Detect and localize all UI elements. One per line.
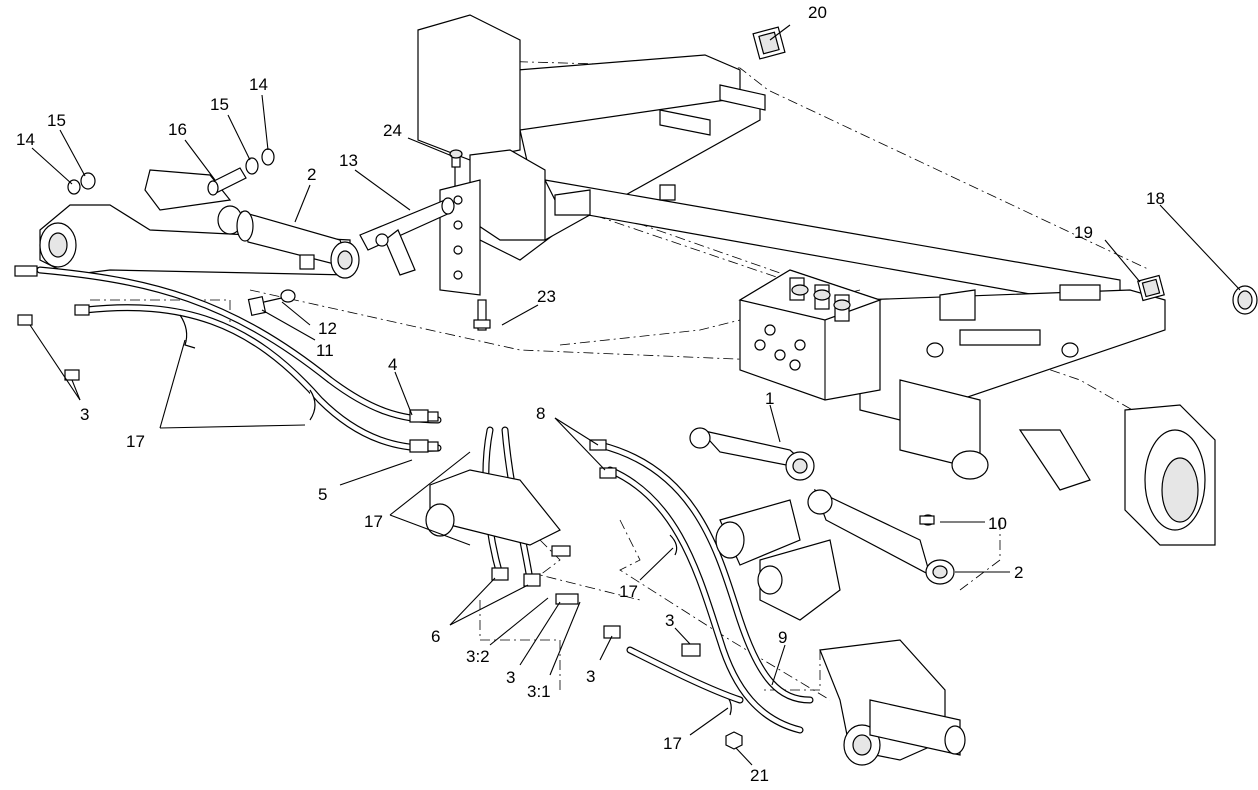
- callout-17-center: 17: [364, 512, 383, 531]
- callout-3-left: 3: [80, 405, 89, 424]
- leader-lines: [29, 24, 1241, 766]
- lift-cylinders-lower: [689, 427, 955, 585]
- callout-14-right: 14: [249, 75, 268, 94]
- callout-15-right: 15: [210, 95, 229, 114]
- callout-labels: 20 18 19 24 13 2 14 15 16 15 14 23 12 11…: [16, 3, 1165, 785]
- rear-frame-tube: [859, 284, 1216, 546]
- callout-17-right: 17: [619, 582, 638, 601]
- callout-24: 24: [383, 121, 402, 140]
- callout-6: 6: [431, 627, 440, 646]
- callout-3-lower-left: 3: [586, 667, 595, 686]
- callout-3-lower-right: 3: [665, 611, 674, 630]
- callout-23: 23: [537, 287, 556, 306]
- callout-20: 20: [808, 3, 827, 22]
- callout-10: 10: [988, 514, 1007, 533]
- callout-3-1: 3:1: [527, 682, 551, 701]
- callout-17-bottom: 17: [663, 734, 682, 753]
- lift-cylinder-upper: [236, 210, 360, 279]
- callout-17-left: 17: [126, 432, 145, 451]
- callout-19: 19: [1074, 223, 1093, 242]
- callout-3-center: 3: [506, 668, 515, 687]
- callout-9: 9: [778, 628, 787, 647]
- callout-2-upper: 2: [307, 165, 316, 184]
- callout-21: 21: [750, 766, 769, 785]
- callout-15-left: 15: [47, 111, 66, 130]
- nut-and-bolt: [725, 515, 935, 750]
- left-lift-arm: [39, 169, 351, 276]
- callout-8: 8: [536, 404, 545, 423]
- bolt-and-grease-fitting: [449, 149, 491, 331]
- upper-frame-tube: [417, 14, 1121, 311]
- valve-block: [738, 269, 882, 401]
- callout-13: 13: [339, 151, 358, 170]
- callout-11: 11: [316, 341, 334, 360]
- callout-2-lower: 2: [1014, 563, 1023, 582]
- callout-5: 5: [318, 485, 327, 504]
- bolt-and-washer: [247, 289, 296, 316]
- callout-3-2: 3:2: [466, 647, 490, 666]
- callout-18: 18: [1146, 189, 1165, 208]
- callout-16: 16: [168, 120, 187, 139]
- callout-14-left: 14: [16, 130, 35, 149]
- hoses-center: [482, 426, 814, 734]
- callout-12: 12: [318, 319, 337, 338]
- right-lift-arm: [425, 469, 966, 766]
- callout-1: 1: [765, 389, 774, 408]
- callout-4: 4: [388, 355, 397, 374]
- hoses-left: [14, 265, 442, 453]
- pivot-pin: [359, 197, 455, 276]
